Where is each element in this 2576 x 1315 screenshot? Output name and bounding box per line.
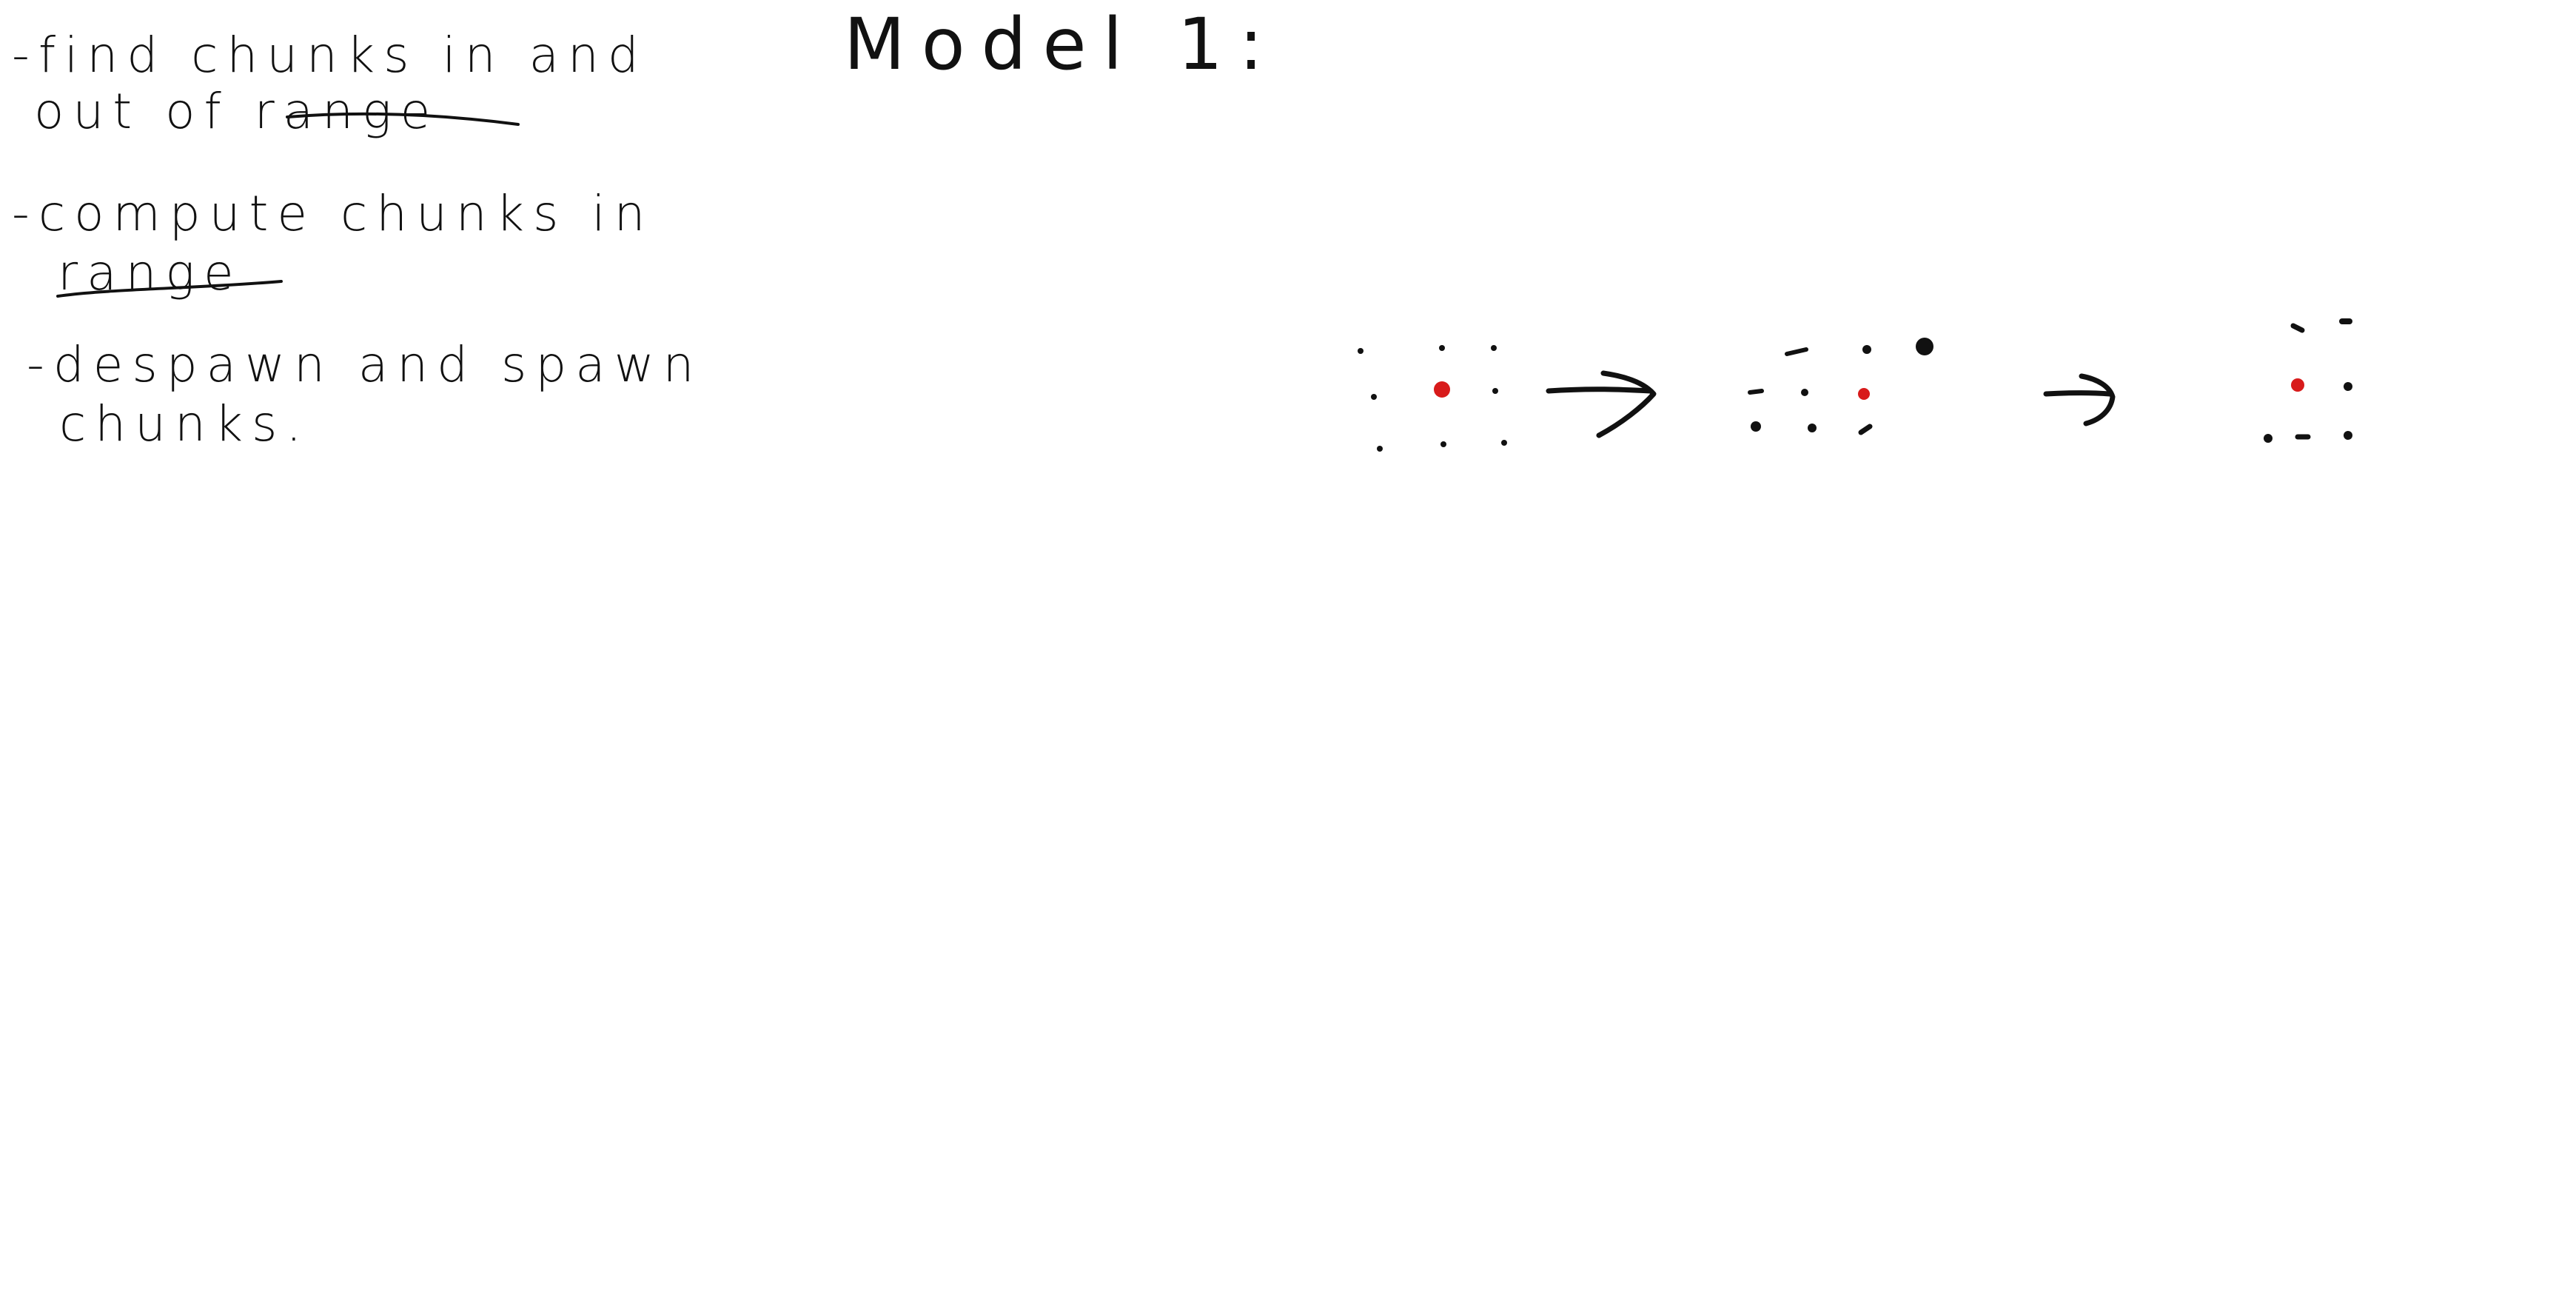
note-2-line-1: -compute chunks in	[12, 185, 654, 242]
chunk-dot	[1440, 441, 1446, 447]
chunk-dot	[2264, 434, 2273, 443]
note-1-line-1: -find chunks in and	[12, 27, 648, 84]
note-3-line-2: chunks.	[59, 395, 311, 452]
stage-initial-chunk-grid	[1358, 345, 1507, 452]
chunk-dot	[1808, 424, 1817, 432]
chunk-dot	[1371, 394, 1377, 400]
player-marker	[2291, 378, 2304, 392]
chunk-dot	[1492, 388, 1498, 394]
player-marker	[1858, 388, 1870, 400]
chunk-dash	[1858, 424, 1873, 435]
chunk-dot	[1801, 389, 1808, 396]
chunk-dot	[2344, 382, 2352, 391]
chunk-dot	[2344, 431, 2352, 440]
chunk-dot	[1439, 345, 1445, 351]
chunk-dot	[1491, 345, 1497, 351]
chunk-dash	[1785, 347, 1808, 356]
note-3-line-1: -despawn and spawn	[27, 336, 703, 393]
chunk-dot	[1377, 446, 1383, 452]
underline-range-2	[56, 280, 283, 298]
model-title: Model 1:	[844, 3, 1280, 86]
stage-moved-chunk-grid	[1748, 338, 1933, 435]
note-1-line-2: out of range	[34, 83, 440, 140]
chunk-dash	[1748, 389, 1764, 395]
chunk-dot	[1862, 345, 1871, 354]
chunk-dot	[1751, 421, 1761, 432]
chunk-dot	[1358, 348, 1364, 354]
underline-range-1	[286, 112, 520, 126]
new-chunk-dot	[1916, 338, 1933, 355]
arrow-right-icon	[2043, 373, 2116, 426]
chunk-dot	[1501, 440, 1507, 446]
arrow-right-icon	[1546, 370, 1657, 438]
stage-updated-chunk-grid	[2264, 318, 2352, 443]
chunk-dash	[2290, 323, 2305, 333]
player-marker	[1434, 381, 1450, 398]
